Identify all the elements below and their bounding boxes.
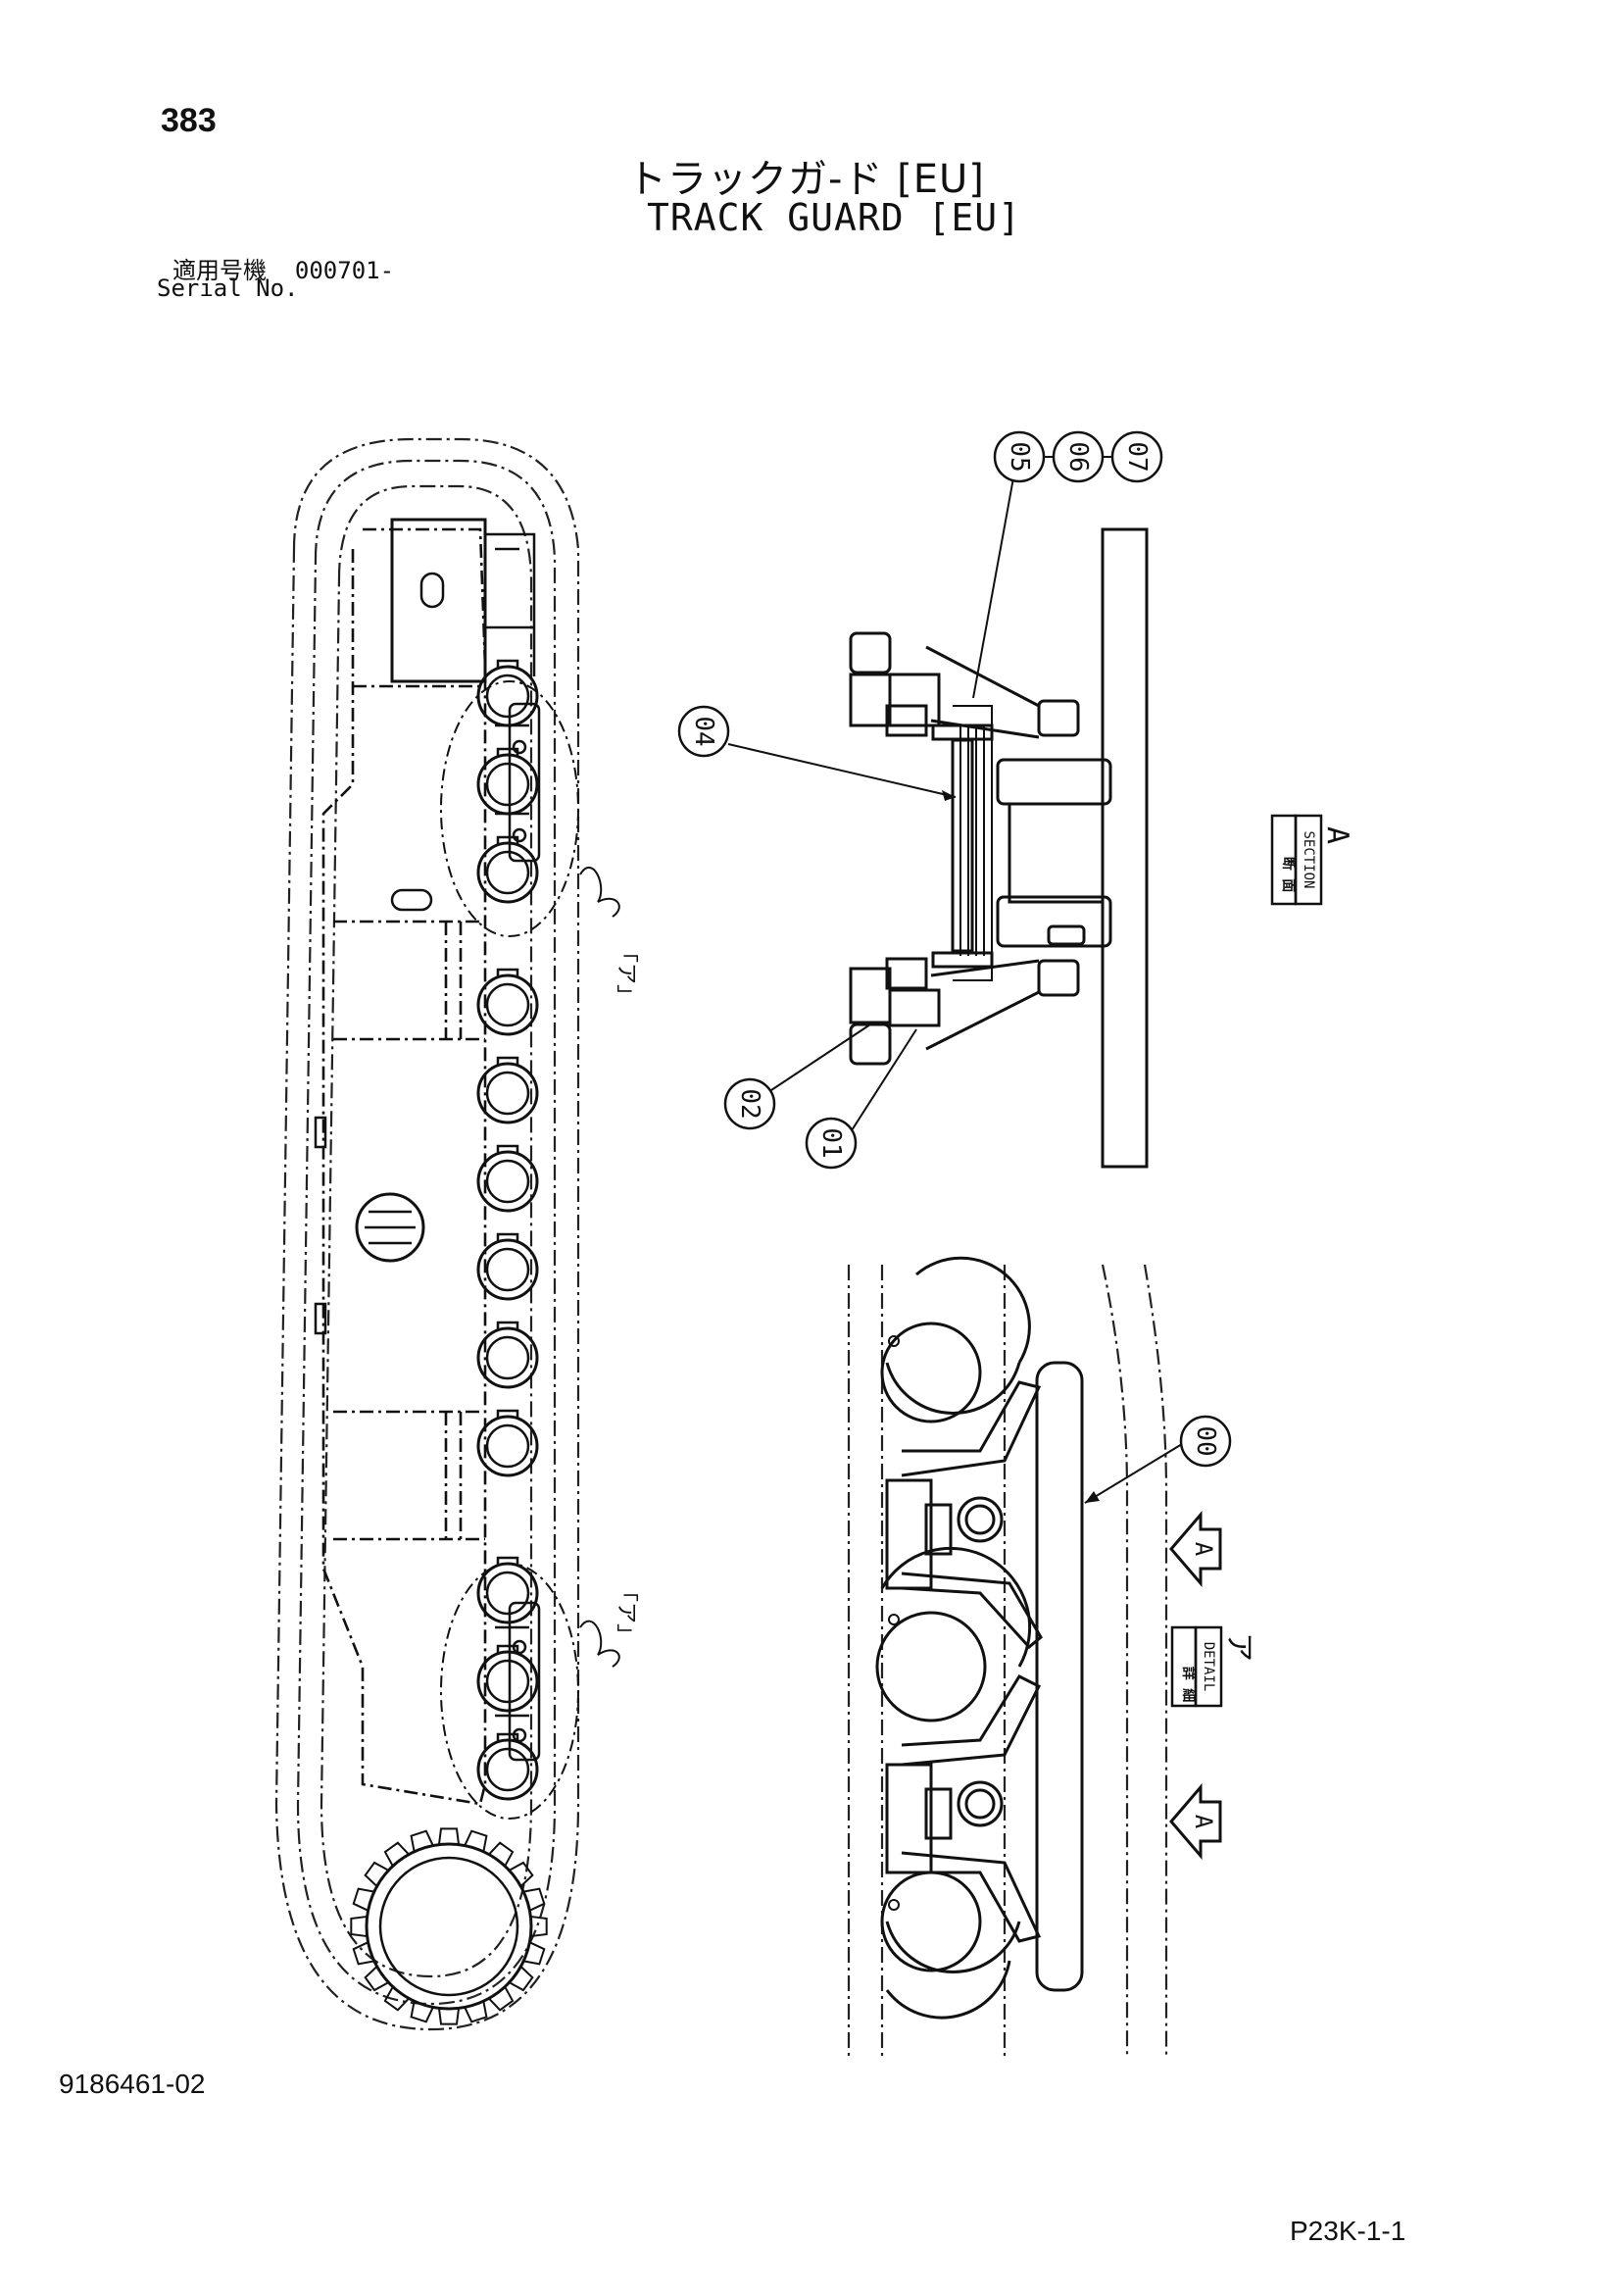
- callout-06-bubble: [1052, 430, 1105, 483]
- serial-value: 000701-: [294, 257, 395, 284]
- section-tag-letter: A: [1320, 826, 1354, 844]
- section-a-tag: 断 面 SECTION A: [1270, 814, 1354, 906]
- callout-06: 06: [1063, 441, 1093, 472]
- view-arrow-a-top: A: [1169, 1510, 1222, 1588]
- callout-05-bubble: [993, 430, 1046, 483]
- title-english: TRACK GUARD [EU]: [647, 196, 1022, 239]
- serial-line-japanese: 適用号機 000701-: [172, 251, 394, 285]
- callout-balloons: [677, 430, 1232, 1468]
- callout-01: 01: [816, 1127, 846, 1158]
- callout-02-bubble: [723, 1077, 776, 1130]
- title-japanese: トラックガ-ド [EU]: [627, 157, 985, 202]
- serial-label-japanese: 適用号機: [172, 257, 267, 284]
- serial-label-english: Serial No.: [157, 275, 299, 302]
- guard-brackets-top: [495, 702, 541, 863]
- detail-circle-top: [440, 680, 579, 937]
- detail-tag: 詳 細 DETAIL ア: [1170, 1625, 1256, 1708]
- detail-tag-en: DETAIL: [1201, 1642, 1216, 1692]
- callout-05: 05: [1005, 441, 1034, 472]
- callout-01-bubble: [805, 1117, 858, 1170]
- guard-brackets-bottom: [495, 1601, 541, 1762]
- detail-tag-letter: ア: [1222, 1632, 1256, 1662]
- callout-07: 07: [1122, 441, 1152, 472]
- view-arrow-a-bottom: A: [1169, 1782, 1222, 1861]
- detail-ref-label-bottom: 「ア」: [614, 1580, 638, 1645]
- callout-02: 02: [735, 1088, 764, 1119]
- sprocket: [350, 1827, 548, 2025]
- detail-view: [847, 1256, 1168, 2059]
- callout-04-bubble: [677, 705, 730, 758]
- page-number: 383: [161, 102, 217, 139]
- section-tag-ja: 断 面: [1280, 857, 1297, 892]
- track-guard-plate: [1035, 1361, 1084, 1992]
- view-arrow-letter-bottom: A: [1190, 1815, 1217, 1829]
- track-side-view: 「ア」 「ア」: [274, 437, 638, 2031]
- callout-07-bubble: [1110, 430, 1163, 483]
- detail-circle-bottom: [440, 1563, 579, 1820]
- sheet-id: P23K-1-1: [1290, 2216, 1406, 2246]
- section-tag-en: SECTION: [1301, 830, 1316, 888]
- detail-tag-ja: 詳 細: [1180, 1667, 1197, 1702]
- detail-ref-label-top: 「ア」: [614, 941, 638, 1006]
- callout-04: 04: [689, 716, 718, 746]
- section-a-view: [849, 527, 1149, 1169]
- callout-00: 00: [1191, 1425, 1220, 1456]
- document-number: 9186461-02: [59, 2069, 206, 2099]
- callout-00-bubble: [1179, 1415, 1232, 1468]
- view-arrow-letter-top: A: [1190, 1542, 1217, 1557]
